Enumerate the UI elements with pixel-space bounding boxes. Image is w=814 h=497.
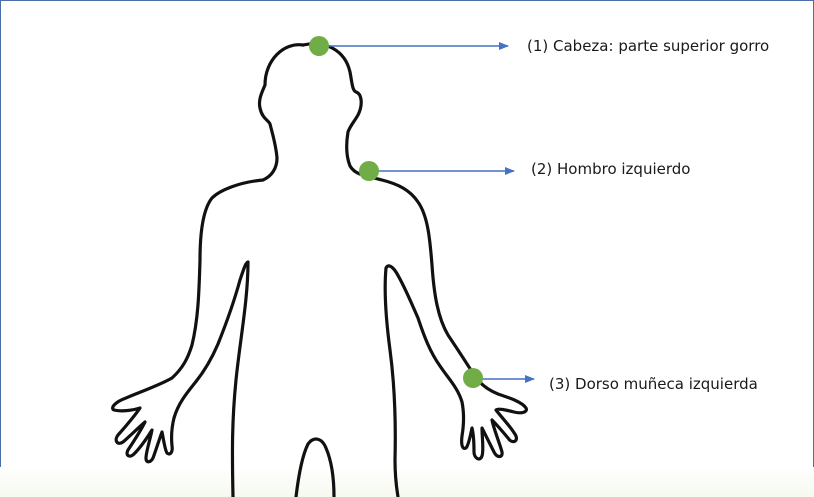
marker-shoulder-dot [359, 161, 379, 181]
annotation-label-shoulder: (2) Hombro izquierdo [531, 160, 690, 178]
inner-leg-outline [296, 439, 334, 497]
marker-head-dot [309, 36, 329, 56]
annotation-label-wrist: (3) Dorso muñeca izquierda [549, 375, 758, 393]
annotation-label-head: (1) Cabeza: parte superior gorro [527, 37, 769, 55]
marker-wrist-dot [463, 368, 483, 388]
human-body-outline [113, 45, 303, 497]
human-body-outline-right [303, 44, 526, 497]
